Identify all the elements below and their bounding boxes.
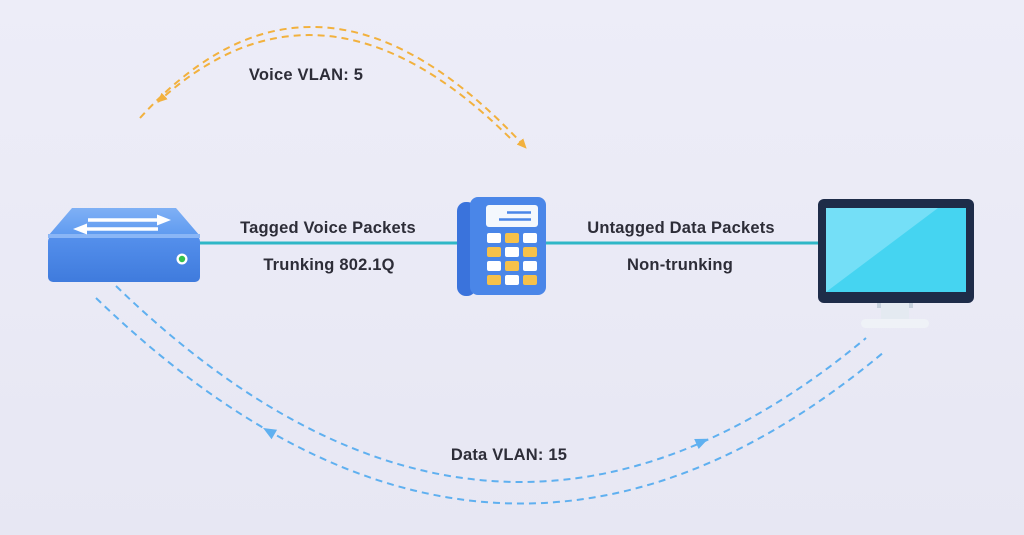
data-arrow-right-icon <box>694 438 709 450</box>
switch-icon <box>48 208 200 282</box>
phone-screen <box>486 205 538 227</box>
monitor-screen-highlight <box>826 208 938 292</box>
switch-front-face <box>48 236 200 282</box>
ip-phone-icon <box>457 197 546 296</box>
switch-arrows-icon <box>73 214 171 235</box>
monitor-icon <box>818 199 974 328</box>
untagged-data-packets-label: Untagged Data Packets <box>587 219 775 237</box>
switch-edge <box>48 234 200 238</box>
data-arc-inner <box>115 285 867 483</box>
voice-arc-inner <box>157 34 511 139</box>
data-arc-outer <box>95 297 885 505</box>
switch-top-face <box>48 208 200 236</box>
non-trunking-label: Non-trunking <box>627 256 733 274</box>
data-vlan-label: Data VLAN: 15 <box>450 446 568 464</box>
tagged-voice-packets-label: Tagged Voice Packets <box>240 219 416 237</box>
switch-led <box>178 255 186 263</box>
trunking-label: Trunking 802.1Q <box>263 256 395 274</box>
voice-vlan-label: Voice VLAN: 5 <box>248 66 364 84</box>
voice-arc-outer <box>139 26 527 149</box>
data-arrow-left-icon <box>263 428 278 440</box>
phone-keypad <box>487 233 537 285</box>
monitor-stand-neck <box>881 303 909 320</box>
monitor-stand-base <box>861 319 929 328</box>
